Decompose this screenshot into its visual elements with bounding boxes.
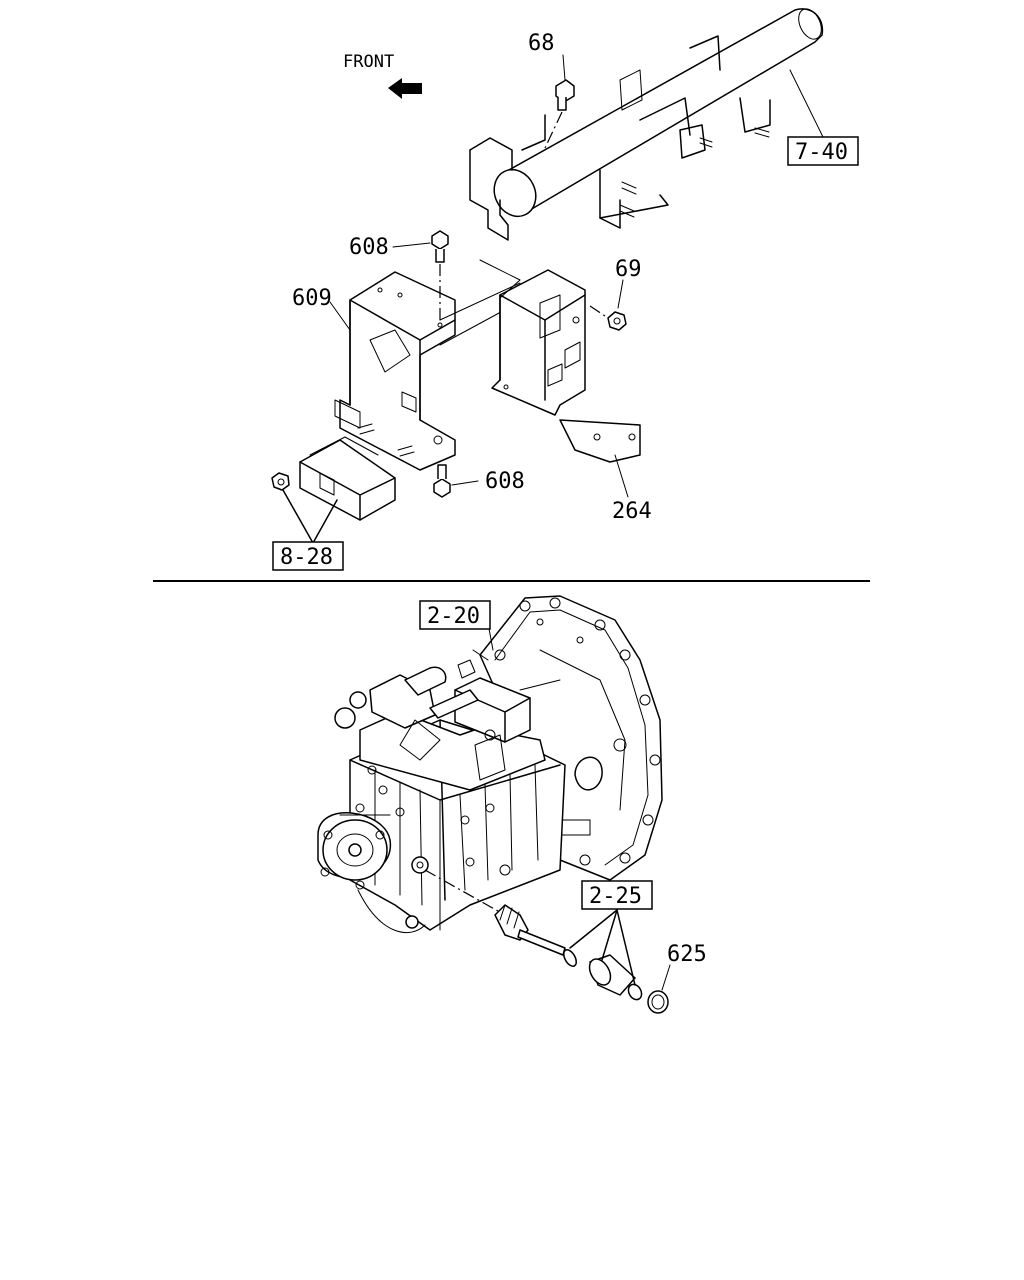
control-module	[271, 436, 396, 544]
callouts: 68 7-40 608 609 69 608 264 8-28 2-20 2-2…	[272, 31, 859, 967]
front-orientation: FRONT	[343, 52, 422, 99]
front-arrow-icon	[388, 78, 422, 99]
bracket-264	[479, 259, 641, 498]
label-bracket-609: 609	[292, 286, 332, 311]
label-nut-69: 69	[615, 257, 642, 282]
bolt-608-upper	[392, 230, 449, 320]
nut-69	[589, 279, 627, 331]
ref-box-2-20	[419, 600, 491, 630]
label-cap-625: 625	[667, 942, 707, 967]
bolt-68	[544, 54, 575, 149]
label-bolt-608-upper: 608	[349, 235, 389, 260]
label-bracket-264: 264	[612, 499, 652, 524]
label-bolt-608-lower: 608	[485, 469, 525, 494]
label-ref-8-28: 8-28	[280, 545, 333, 570]
bolt-608-lower	[433, 464, 479, 498]
front-label: FRONT	[343, 52, 394, 72]
speed-sensor-parts	[424, 869, 671, 1014]
label-bolt-68: 68	[528, 31, 555, 56]
label-ref-2-25: 2-25	[589, 884, 642, 909]
label-ref-7-40: 7-40	[795, 140, 848, 165]
label-ref-2-20: 2-20	[427, 604, 480, 629]
ref-box-8-28	[272, 541, 344, 571]
ref-box-2-25	[581, 880, 653, 910]
frame-crossmember	[469, 8, 824, 241]
